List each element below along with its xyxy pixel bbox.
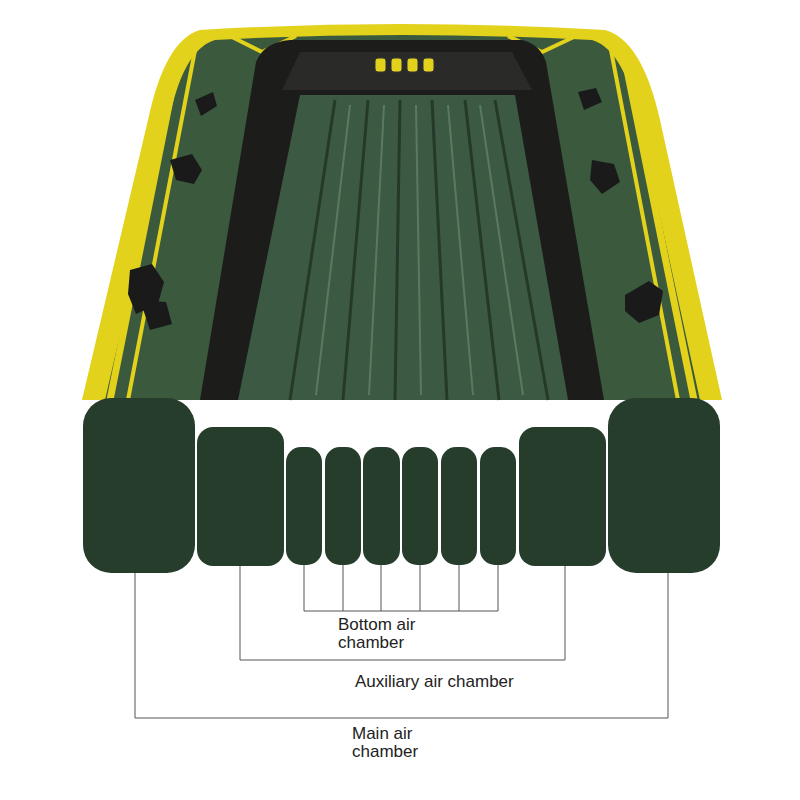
label-slot: Main air chamber (352, 725, 464, 761)
air-chamber-sections (83, 398, 720, 573)
label-slot: Bottom air chamber (338, 616, 450, 652)
part-label: Main air chamber (352, 725, 464, 761)
floor-highlights (316, 105, 523, 395)
floor-tubes (290, 100, 548, 400)
part-label: Bottom air chamber (338, 616, 450, 652)
hull-band (105, 35, 700, 400)
label-slot: Auxiliary air chamber (355, 673, 585, 691)
valves (375, 58, 434, 72)
floor (238, 95, 568, 400)
bracket-lines (135, 565, 668, 718)
inner-wall (282, 52, 532, 90)
inner-cavity (200, 40, 604, 400)
outer-hull (82, 24, 722, 400)
hull-stripe (110, 60, 694, 400)
part-label: Auxiliary air chamber (355, 673, 585, 691)
oarlocks (128, 88, 663, 330)
